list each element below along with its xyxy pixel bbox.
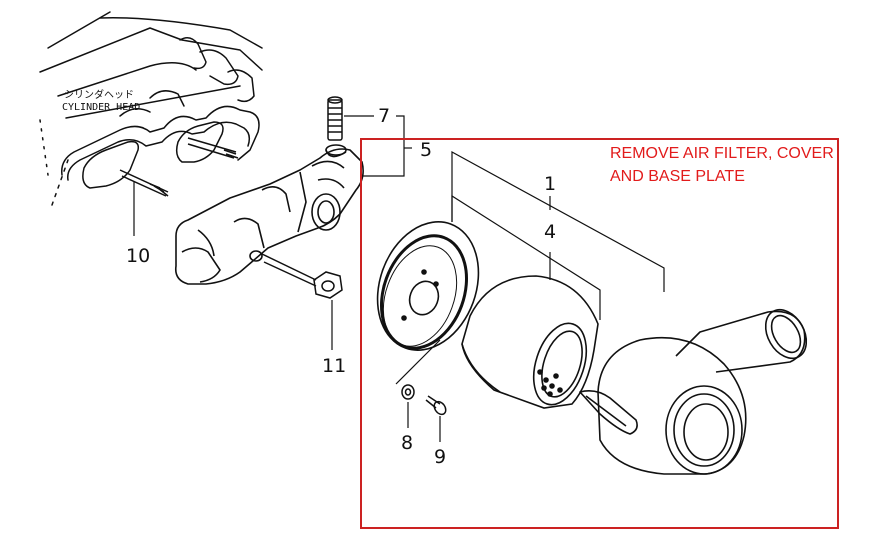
part-number-10: 10 [126,245,150,267]
part-number-11: 11 [322,355,346,377]
part-number-4: 4 [544,221,556,243]
removal-highlight-box [360,138,839,529]
screw-part-9 [425,395,447,416]
cylinder-head-label-jp: シリンダヘッド [64,88,134,101]
callout-line-1: REMOVE AIR FILTER, COVER [610,145,834,162]
air-cleaner-cover [579,308,808,475]
removal-instruction-callout: REMOVE AIR FILTER, COVER AND BASE PLATE [610,142,850,188]
leader-lines-1-4 [451,150,665,320]
stud-bolt [119,137,239,197]
nut-part-11 [261,253,343,299]
washer-part-8 [401,384,415,400]
fitting-part-7 [327,96,343,141]
leader-bracket-5-7 [344,115,412,177]
part-number-9: 9 [434,446,446,468]
cylinder-head-label-en: CYLINDER HEAD [62,102,140,113]
cylinder-head [39,11,263,206]
part-number-5: 5 [420,139,432,161]
part-number-7: 7 [378,105,390,127]
part-number-1: 1 [544,173,556,195]
air-filter-element [461,275,599,409]
intake-elbow [174,144,364,285]
callout-line-2: AND BASE PLATE [610,168,745,185]
part-number-8: 8 [401,432,413,454]
base-plate [376,221,480,385]
